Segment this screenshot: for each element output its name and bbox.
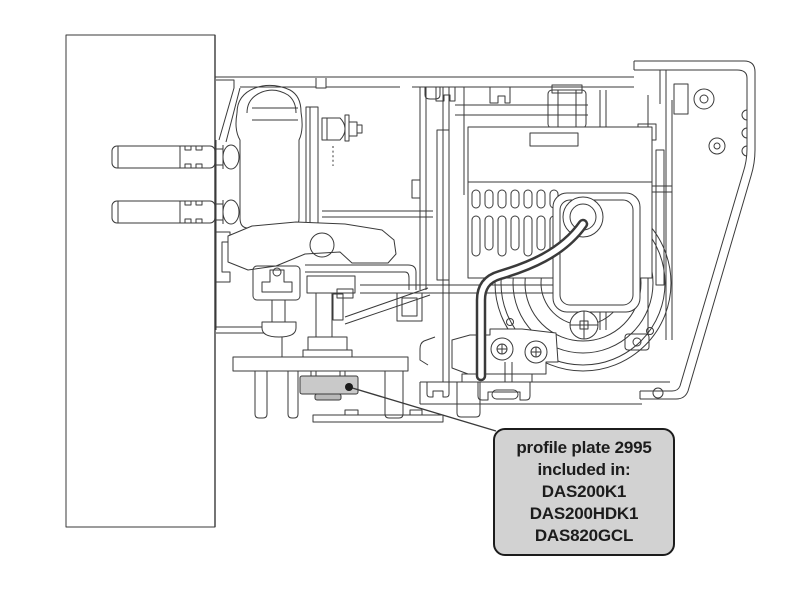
profile-plate-highlight xyxy=(299,375,359,401)
cable-gland xyxy=(562,196,604,238)
leader-dot xyxy=(345,383,353,391)
leader-line xyxy=(345,383,497,432)
clamp-plate-and-bolt xyxy=(305,106,363,226)
bottom-mounting-bar xyxy=(232,356,481,423)
tie-bars xyxy=(305,210,560,294)
wall-section xyxy=(65,34,216,528)
phillips-screw xyxy=(569,310,599,340)
mount-bracket-dome xyxy=(235,84,303,229)
motor-cable xyxy=(475,218,589,382)
motor-unit xyxy=(467,126,653,313)
clamp-arm xyxy=(227,221,397,338)
cover-profile xyxy=(633,60,756,400)
top-suspension-bracket xyxy=(435,84,588,129)
tension-screw xyxy=(302,275,431,358)
callout-included-in: included in: xyxy=(537,460,631,480)
bottom-rail xyxy=(419,381,670,405)
drum-mounting-bracket xyxy=(451,328,559,383)
callout-part-name: profile plate 2995 xyxy=(516,438,652,458)
anchor-bolt-bottom xyxy=(111,199,240,225)
callout-model-3: DAS820GCL xyxy=(534,525,634,545)
callout-box: profile plate 2995 included in: DAS200K1… xyxy=(493,428,675,556)
callout-model-1: DAS200K1 xyxy=(541,482,627,502)
anchor-bolt-top xyxy=(111,144,240,170)
drive-belt-column xyxy=(396,87,465,382)
callout-model-2: DAS200HDK1 xyxy=(529,503,639,523)
